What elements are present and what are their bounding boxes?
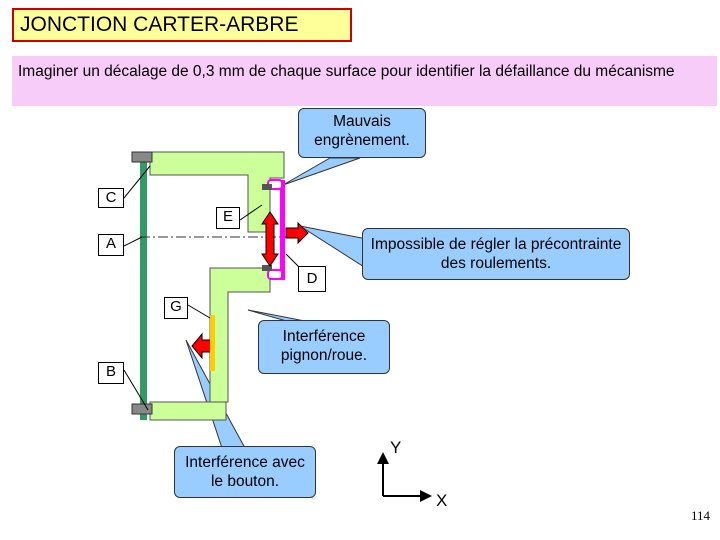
label-e: E <box>216 207 240 229</box>
label-d: D <box>298 266 326 292</box>
callout-pignon-roue: Interférence pignon/roue. <box>258 320 390 374</box>
y-axis-arrowhead <box>377 452 389 464</box>
instruction-text: Imaginer un décalage de 0,3 mm de chaque… <box>12 56 717 106</box>
red-arrow-left <box>191 332 213 360</box>
callout-mauvais-engrenement: Mauvais engrènement. <box>298 108 426 158</box>
label-c: C <box>98 188 124 208</box>
page-number: 114 <box>690 508 710 523</box>
label-b: B <box>98 362 124 384</box>
shaft-cap-top <box>131 151 153 163</box>
leader-g <box>187 304 211 319</box>
red-double-arrow <box>261 211 279 267</box>
surface-orange <box>210 315 215 371</box>
y-axis-label: Y <box>390 438 402 457</box>
label-g: G <box>164 297 188 319</box>
leader-d <box>285 253 301 269</box>
callout-pointer-mauvais <box>282 157 361 186</box>
leader-c <box>123 165 151 199</box>
leader-a <box>123 236 143 247</box>
slide-title: JONCTION CARTER-ARBRE <box>12 8 352 42</box>
x-axis-label: X <box>436 491 448 510</box>
bearing-top <box>262 184 272 190</box>
leader-b <box>123 369 149 411</box>
tab-bottom <box>267 269 283 280</box>
leader-e <box>239 204 263 221</box>
label-a: A <box>98 234 124 256</box>
surface-magenta <box>280 180 285 280</box>
shaft-vertical <box>140 152 147 420</box>
bearing-bottom <box>262 265 272 271</box>
callout-bouton: Interférence avec le bouton. <box>174 446 316 498</box>
callout-precontrainte: Impossible de régler la précontrainte de… <box>362 228 630 280</box>
shaft-cap-bottom <box>131 403 153 415</box>
x-axis-arrowhead <box>420 490 432 502</box>
red-arrow-right <box>285 221 309 245</box>
